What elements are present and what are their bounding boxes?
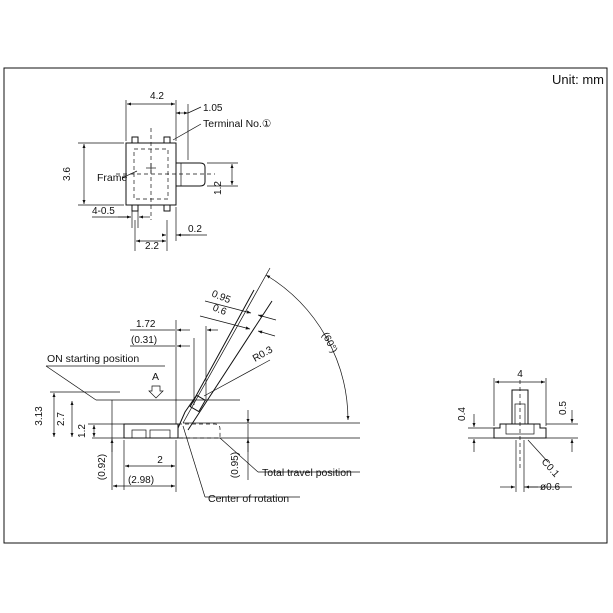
dim-095: (0.95) bbox=[230, 452, 241, 478]
label-on-start: ON starting position bbox=[47, 353, 139, 365]
dim-27: 2.7 bbox=[56, 412, 67, 426]
dim-lever-1: 0.95 bbox=[210, 289, 233, 307]
unit-label: Unit: mm bbox=[552, 72, 604, 87]
side-view-lever bbox=[177, 289, 255, 429]
end-view-body bbox=[493, 423, 547, 439]
drawing-border bbox=[3, 67, 608, 544]
dim-172: 1.72 bbox=[136, 319, 156, 330]
label-total-travel: Total travel position bbox=[262, 467, 352, 479]
dim-w2: 2 bbox=[157, 455, 163, 466]
dim-diameter: ø0.6 bbox=[540, 482, 560, 493]
dim-holes: 4-0.5 bbox=[92, 206, 115, 217]
dim-radius: R0.3 bbox=[251, 344, 275, 364]
label-arrow-a: A bbox=[152, 371, 159, 383]
label-center-rotation: Center of rotation bbox=[208, 493, 289, 505]
dim-offset: 0.2 bbox=[188, 224, 202, 235]
dim-chamfer: C0.1 bbox=[539, 457, 562, 480]
dim-top-height: 3.6 bbox=[62, 167, 73, 181]
dim-05: 0.5 bbox=[558, 401, 569, 415]
dim-092: (0.92) bbox=[97, 454, 108, 480]
dim-12: 1.2 bbox=[77, 424, 88, 438]
top-view-lever bbox=[176, 162, 206, 187]
side-view: (60°) 0.95 0.6 R0.3 1.72 (0.31) ON start… bbox=[34, 267, 360, 505]
dim-terminal-width: 1.05 bbox=[203, 103, 223, 114]
dim-pitch: 2.2 bbox=[145, 241, 159, 252]
dim-w298: (2.98) bbox=[128, 475, 154, 486]
dim-313: 3.13 bbox=[34, 406, 45, 426]
dim-04: 0.4 bbox=[457, 407, 468, 421]
top-view: 4.2 1.05 Terminal No.① 3.6 Frame 1.2 4-0… bbox=[62, 91, 272, 252]
label-frame: Frame bbox=[97, 172, 127, 184]
dim-end-width: 4 bbox=[517, 369, 523, 380]
label-terminal-no: Terminal No.① bbox=[203, 118, 272, 130]
dim-031: (0.31) bbox=[131, 335, 157, 346]
dim-angle: (60°) bbox=[319, 331, 339, 355]
dim-lever-2: 0.6 bbox=[211, 303, 228, 319]
end-view: 4 0.4 0.5 C0.1 ø0.6 bbox=[457, 369, 578, 493]
dim-lever-width: 1.2 bbox=[213, 181, 224, 195]
dim-top-width: 4.2 bbox=[150, 91, 164, 102]
